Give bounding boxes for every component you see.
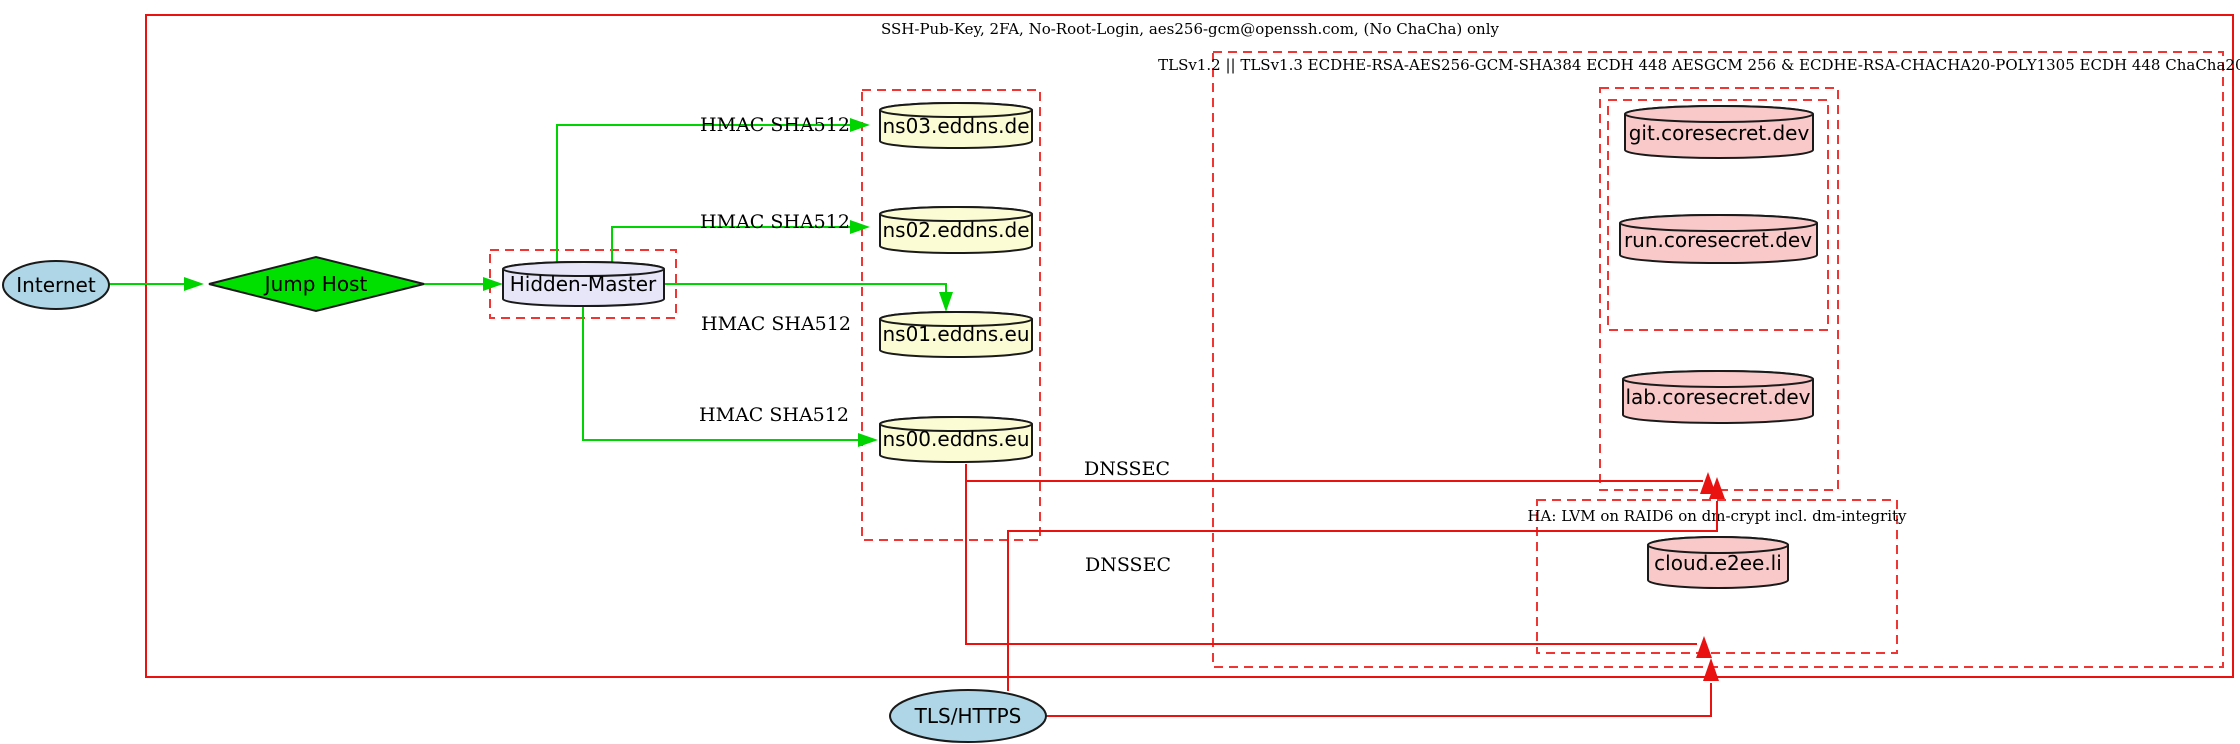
node-internet-label: Internet: [16, 273, 96, 297]
edge-internet-jumphost: [109, 277, 204, 291]
node-ns02-label: ns02.eddns.de: [882, 218, 1029, 242]
node-ns00-label: ns00.eddns.eu: [882, 427, 1029, 451]
node-lab: lab.coresecret.dev: [1622, 370, 1814, 424]
edge-tlshttps-hacluster: [1046, 658, 1719, 717]
cluster-tls-border: [1212, 51, 2224, 668]
node-ns01-label: ns01.eddns.eu: [882, 322, 1029, 346]
node-lab-label: lab.coresecret.dev: [1625, 385, 1810, 409]
cluster-tls: TLSv1.2 || TLSv1.3 ECDHE-RSA-AES256-GCM-…: [1158, 51, 2240, 668]
arrowhead-icon: [858, 433, 878, 447]
node-git-label: git.coresecret.dev: [1629, 121, 1810, 145]
cluster-ha-border: [1536, 499, 1898, 654]
cluster-tls-label: TLSv1.2 || TLSv1.3 ECDHE-RSA-AES256-GCM-…: [1158, 56, 2240, 74]
edge-jumphost-hiddenmaster: [424, 277, 503, 291]
node-run-label: run.coresecret.dev: [1624, 228, 1812, 252]
node-ns01: ns01.eddns.eu: [879, 311, 1033, 358]
node-jump-host-label: Jump Host: [263, 272, 368, 296]
node-ns03: ns03.eddns.de: [879, 102, 1033, 149]
edge-ns00-hacluster-dnssec: [965, 481, 1712, 658]
arrowhead-icon: [850, 220, 870, 234]
node-hidden-master-label: Hidden-Master: [510, 272, 657, 296]
node-ns03-label: ns03.eddns.de: [882, 114, 1029, 138]
arrowhead-icon: [1696, 636, 1712, 658]
node-hidden-master: Hidden-Master: [502, 261, 665, 307]
edge-label-dnssec-2: DNSSEC: [1085, 554, 1171, 576]
cluster-ssh-border: [145, 14, 2234, 678]
edge-label-hmac-ns02: HMAC SHA512: [700, 211, 850, 233]
arrowhead-icon: [1703, 658, 1719, 681]
edge-label-hmac-ns03: HMAC SHA512: [700, 114, 850, 136]
edge-label-hmac-ns00: HMAC SHA512: [699, 404, 849, 426]
node-cloud-label: cloud.e2ee.li: [1654, 551, 1782, 575]
edge-hiddenmaster-ns03: [556, 118, 870, 262]
node-run: run.coresecret.dev: [1619, 214, 1818, 264]
arrowhead-icon: [184, 277, 204, 291]
edge-label-hmac-ns01: HMAC SHA512: [701, 313, 851, 335]
arrowhead-icon: [1709, 477, 1725, 499]
cluster-gitrun: [1607, 99, 1829, 331]
arrowhead-icon: [1700, 472, 1716, 494]
edge-hiddenmaster-ns02: [611, 220, 870, 262]
node-cloud: cloud.e2ee.li: [1647, 536, 1789, 589]
cluster-gitrun-border: [1607, 99, 1829, 331]
node-ns00: ns00.eddns.eu: [879, 416, 1033, 463]
cluster-ssh-label: SSH-Pub-Key, 2FA, No-Root-Login, aes256-…: [881, 20, 1500, 38]
edge-hiddenmaster-ns01: [665, 283, 953, 312]
node-ns02: ns02.eddns.de: [879, 206, 1033, 254]
edge-hiddenmaster-ns00: [582, 306, 878, 447]
arrowhead-icon: [483, 277, 503, 291]
node-git: git.coresecret.dev: [1624, 105, 1814, 159]
arrowhead-icon: [850, 118, 870, 132]
node-internet: Internet: [2, 260, 110, 310]
node-jump-host: Jump Host: [208, 255, 425, 313]
arrowhead-icon: [939, 292, 953, 312]
node-tls-https: TLS/HTTPS: [889, 689, 1047, 743]
cluster-ssh: SSH-Pub-Key, 2FA, No-Root-Login, aes256-…: [145, 14, 2234, 678]
edge-tlshttps-labcluster: [1007, 477, 1725, 691]
node-tls-https-label: TLS/HTTPS: [914, 704, 1022, 728]
edge-label-dnssec-1: DNSSEC: [1084, 458, 1170, 480]
